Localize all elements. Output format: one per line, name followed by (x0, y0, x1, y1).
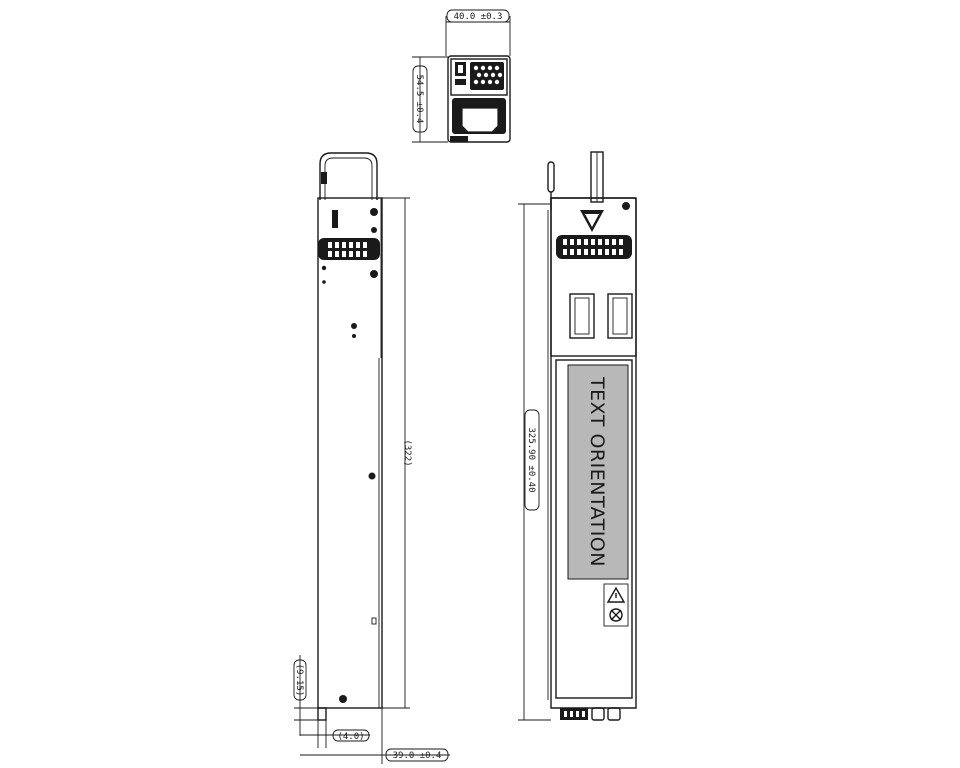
dim-height-front: 54.5 ±0.4 (414, 75, 424, 124)
warning-triangle-icon (603, 583, 629, 627)
dim-width-front: 40.0 ±0.3 (454, 12, 503, 22)
side-view: (322) (9.15) (4.0) 39.0 ±0.4 (293, 152, 450, 764)
dim-length-top: 325.90 ±0.40 (526, 427, 536, 492)
dim-length-side: (322) (402, 439, 412, 466)
orientation-label-text: TEXT ORIENTATION (586, 376, 608, 567)
dim-tab-height: (9.15) (294, 664, 304, 697)
dim-width-side: 39.0 ±0.4 (393, 751, 442, 761)
front-view: 40.0 ±0.3 54.5 ±0.4 (412, 9, 511, 143)
disposal-icon (609, 608, 623, 622)
top-view: TEXT ORIENTATION 325.90 ±0.40 (518, 151, 637, 721)
dim-tab-width: (4.0) (337, 732, 364, 742)
